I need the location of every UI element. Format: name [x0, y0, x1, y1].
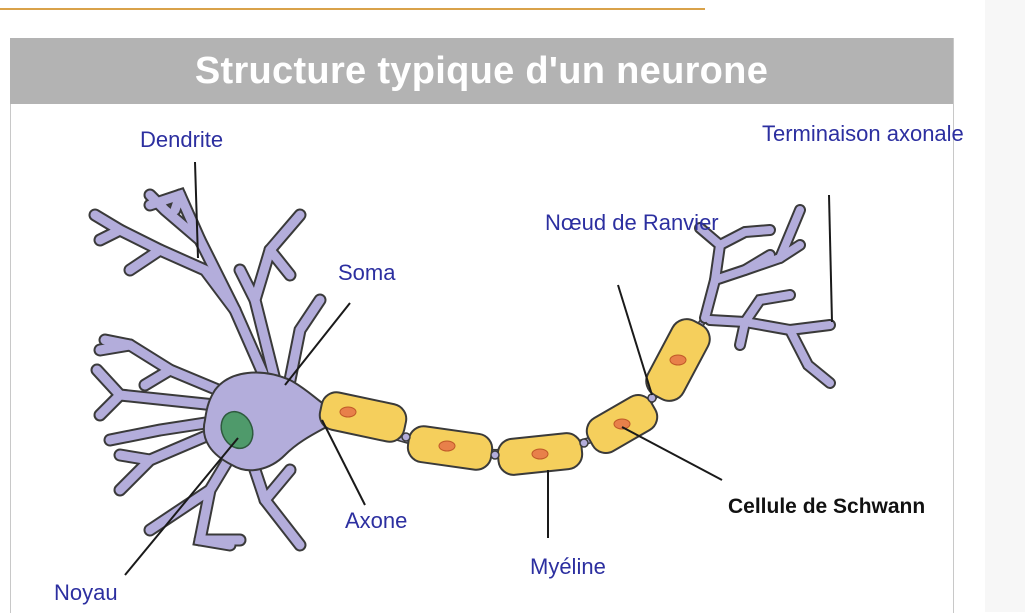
- label-myeline: Myéline: [530, 554, 606, 579]
- leader-lines: [125, 162, 832, 575]
- leader-terminaison: [829, 195, 832, 322]
- ranvier-node: [491, 451, 499, 459]
- leader-schwann: [622, 427, 722, 480]
- ranvier-node: [580, 439, 588, 447]
- label-noeud-ranvier: Nœud de Ranvier: [545, 210, 719, 235]
- label-terminaison: Terminaison axonale: [762, 121, 964, 146]
- label-noyau: Noyau: [54, 580, 118, 605]
- label-axone: Axone: [345, 508, 407, 533]
- myelin-segment: [496, 432, 583, 477]
- ranvier-node: [402, 433, 410, 441]
- axon-terminal: [700, 210, 830, 383]
- leader-ranvier: [618, 285, 652, 395]
- label-dendrite: Dendrite: [140, 127, 223, 152]
- label-schwann: Cellule de Schwann: [728, 495, 925, 518]
- dendrites: [95, 195, 320, 545]
- label-soma: Soma: [338, 260, 396, 285]
- myelin-sheath: [317, 314, 715, 477]
- ranvier-node: [648, 394, 656, 402]
- myelin-segment: [406, 424, 494, 471]
